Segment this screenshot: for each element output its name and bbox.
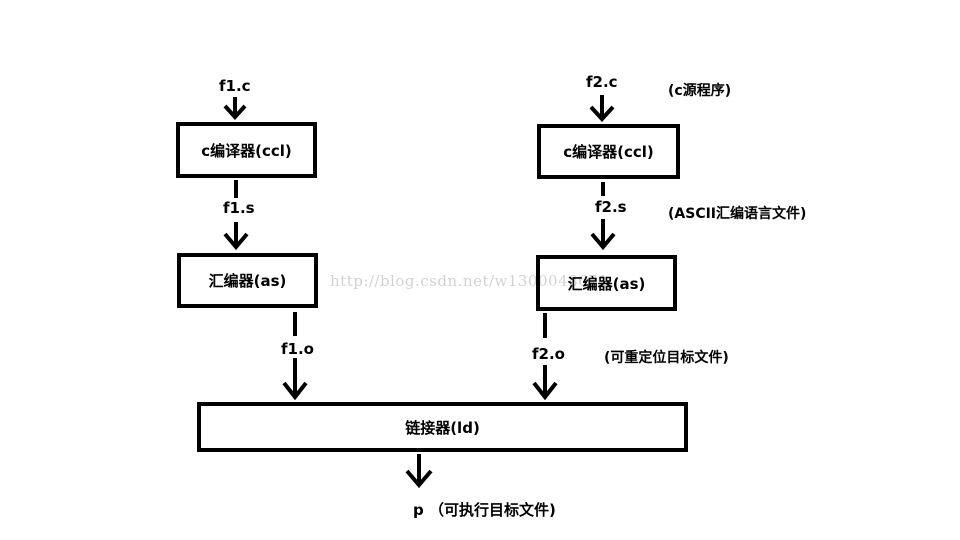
assembler-box-right: 汇编器(as) <box>536 255 677 311</box>
f2s-label: f2.s <box>595 198 627 216</box>
f1s-label: f1.s <box>223 199 255 217</box>
arrow-assembler-to-linker-left <box>282 312 308 401</box>
input-f1c-label: f1.c <box>219 77 251 95</box>
arrow-compiler-to-assembler-right <box>590 182 616 251</box>
arrow-assembler-to-linker-right <box>532 313 558 401</box>
output-label: p （可执行目标文件) <box>413 501 556 519</box>
compiler-box-right: c编译器(ccl) <box>537 124 680 179</box>
arrow-f1c-to-compiler <box>223 97 247 120</box>
compiler-box-left: c编译器(ccl) <box>176 122 317 178</box>
input-f2c-label: f2.c <box>586 73 618 91</box>
linker-box: 链接器(ld) <box>197 402 688 452</box>
arrow-compiler-to-assembler-left <box>223 180 249 251</box>
f1o-label: f1.o <box>281 340 314 358</box>
arrow-f2c-to-compiler <box>589 95 615 122</box>
arrow-linker-to-output <box>405 454 433 489</box>
note-assembly-file: (ASCII汇编语言文件) <box>668 206 807 222</box>
assembler-box-left: 汇编器(as) <box>177 253 318 308</box>
note-relocatable-object: (可重定位目标文件) <box>604 350 729 366</box>
f2o-label: f2.o <box>532 345 565 363</box>
note-source-program: (c源程序) <box>668 83 732 99</box>
